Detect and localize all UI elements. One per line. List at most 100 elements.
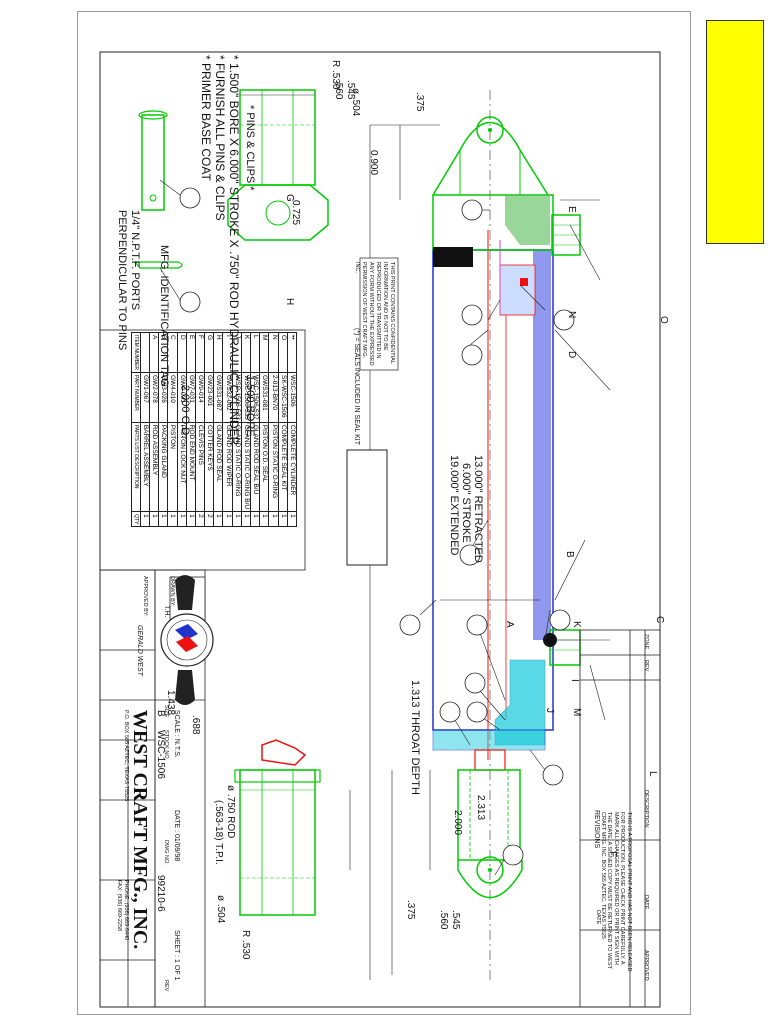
dwg-number: 99210-6 [155,875,166,912]
scale: SCALE : N.T.S. [173,710,180,758]
bom-cell: •• [287,332,297,373]
dim-radius-bot: R .530 [240,930,251,960]
bom-cell: WSC-1506-533 [232,372,242,423]
note-2: * FURNISH ALL PINS & CLIPS [213,55,227,221]
pins-label: * PINS & CLIPS * [244,105,256,191]
bom-cell: COMPLETE SEAL KIT [278,422,288,512]
bom-cell: L [250,332,260,373]
dim-stroke: 6.000" STROKE [460,463,472,543]
callout-circles [179,187,575,866]
dim-545-top: .545 [345,80,356,100]
date: DATE : 01/09/98 [173,810,180,862]
end-cap-top [432,194,554,251]
sheet: SHEET : 1 OF 1 [173,930,180,981]
callout-M: M [571,708,582,717]
callout-D: D [566,351,577,359]
bom-cell: PISTON O.D. SEAL [259,422,269,512]
bom-cell: GW4-010 [167,372,178,423]
company-fax: FAX: (936) 669-2258 [116,880,122,932]
dim-2313: 2.313 [475,795,486,821]
callout-N: O [658,316,669,324]
bom-header-cell: PARTS LIST DESCRIPTION [131,422,141,512]
confidential-box [359,257,399,371]
bom-cell: 1 [140,511,150,527]
approved-by: GERALD WEST [136,625,143,676]
bom-cell: M [259,332,269,373]
bom-cell: 2 [204,511,214,527]
bom-cell: D [177,332,187,373]
dim-port: 1/4" N.P.T.F. PORTS [129,210,141,311]
bom-cell: PACKING GLAND [158,422,168,512]
dim-375-top: .375 [414,92,425,112]
dim-560-top: .560 [333,80,344,100]
clevis-top [432,121,549,196]
size: B [155,710,166,717]
bom-cell: GW2-078 [149,372,159,423]
dim-560-bot: .560 [438,910,449,930]
dim-port2: PERPENDICULAR TO PINS [116,210,128,351]
bom-cell: 1 [287,511,297,527]
bom-cell: GW9-014 [195,372,205,423]
company-logo-icon [160,575,214,705]
bom-cell: 1 [149,511,159,527]
dim-extended: 19.000" EXTENDED [448,455,460,556]
dim-retracted: 13.000" RETRACTED [472,455,484,563]
bom-cell: 2 [195,511,205,527]
bom-cell: 1 [250,511,260,527]
rev-col-date: DATE [643,895,649,910]
clevis-bottom [457,860,523,899]
bom-header-cell: PART NUMBER [131,372,141,423]
callout-K: K [571,621,582,628]
proposal-note: THIS IS A PROPOSAL PRINT AND HAS NOT BEE… [600,812,632,972]
bom-cell: 1 [259,511,269,527]
callout-C: C [654,616,665,624]
bom-cell: 1 [268,511,279,527]
bom-cell [140,332,150,373]
bom-cell: A [149,332,159,373]
cotter-key [133,261,183,269]
callout-J: J [544,708,555,713]
stock-number: WSC-1506 [155,730,166,779]
hex-nut-top [227,184,329,241]
drawn-by: T.H. [163,605,170,618]
bom-cell: PISTON STATIC O-RING [268,422,279,512]
rev-col-approved: APPROVED [643,950,649,981]
bom-cell: E [186,332,196,373]
bom-cell: 1 [177,511,187,527]
bom-cell: 1 [167,511,178,527]
bom-cell: J [232,332,242,373]
company-address: P.O. BOX 565 AZTEC, TEXAS 75525 [123,710,129,802]
bom-cell: K [241,332,251,373]
bom-cell: WSC-1506-535 [241,372,251,423]
piston [499,264,536,316]
dim-throat: 1.313 THROAT DEPTH [409,680,421,795]
bom-cell: 1 [186,511,196,527]
bom-cell: ROD ASSEMBLY [149,422,159,512]
dim-0725: 0.725 [290,200,301,226]
bom-cell: H [213,332,223,373]
bom-cell: I [223,332,233,373]
bom-cell: 1 [232,511,242,527]
bom-cell: CLEVIS PINS [195,422,205,512]
callout-O: N [566,311,577,319]
date-label: DATE [595,910,601,925]
bom-cell: PISTON [167,422,178,512]
bom-cell: GLAND STATIC O-RING B/U [241,422,251,512]
bom-cell: PISTON LOCK NUT [177,422,187,512]
bom-cell: GW23-001 [204,372,214,423]
callout-H: H [284,298,295,306]
bom-cell: GWS31-081 [259,372,269,423]
callout-I: I [569,679,580,682]
company-phone: PHONE: (936) 669-6440 [123,880,129,941]
